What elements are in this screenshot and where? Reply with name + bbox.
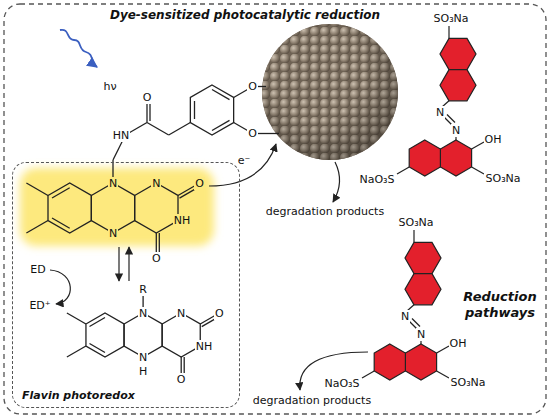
atom-label: N	[138, 351, 148, 364]
donor-arrow	[50, 270, 70, 304]
atom-label: O	[176, 373, 187, 386]
azo-dye	[362, 230, 449, 380]
group-label: OH	[449, 337, 468, 350]
atom-label: N	[138, 307, 148, 320]
azo-dye	[397, 26, 484, 176]
electron-arrow	[209, 144, 276, 186]
group-label: SO₃Na	[449, 376, 486, 389]
light-wave	[60, 30, 97, 67]
atom-label: O	[247, 80, 258, 93]
flavin-glow	[20, 168, 214, 246]
product-label: degradation products	[252, 394, 372, 407]
atom-label: N	[151, 177, 161, 190]
atom-label: H	[138, 365, 148, 378]
nanoparticle	[262, 24, 398, 160]
product-label: degradation products	[265, 205, 385, 218]
group-label: SO₃Na	[432, 12, 469, 25]
electron-label: e⁻	[237, 154, 252, 167]
outer-frame	[4, 4, 546, 414]
atom-label: NH	[195, 340, 214, 353]
group-label: SO₃Na	[484, 172, 521, 185]
atom-label: R	[138, 283, 148, 296]
atom-label: O	[151, 252, 162, 265]
atom-label: N	[435, 106, 445, 119]
flavin-reduced	[67, 292, 221, 379]
atom-label: N	[108, 227, 118, 240]
atom-label: O	[247, 127, 258, 140]
section-heading: Reduction pathways	[455, 289, 545, 321]
atom-label: O	[142, 91, 153, 104]
degradation-arrow	[300, 352, 368, 390]
region-heading: Flavin photoredox	[22, 389, 135, 402]
atom-label: N	[176, 307, 186, 320]
atom-label: N	[108, 177, 118, 190]
group-label: NaO₃S	[323, 377, 360, 390]
group-label: NaO₃S	[358, 173, 395, 186]
flavin-oxidized	[26, 85, 279, 258]
photoredox-region: Flavin photoredox	[12, 162, 240, 408]
equilibrium-arrow	[118, 247, 119, 281]
degradation-arrow	[333, 162, 340, 202]
atom-label: O	[214, 307, 225, 320]
light-symbol: hν	[102, 80, 117, 93]
group-label: OH	[484, 133, 503, 146]
group-label: SO₃Na	[397, 216, 434, 229]
equilibrium-arrow	[128, 247, 129, 281]
diagram-title: Dye-sensitized photocatalytic reduction	[109, 8, 381, 22]
donor-label: ED⁺	[28, 299, 51, 312]
atom-label: N	[451, 124, 461, 137]
atom-label: HN	[112, 129, 131, 142]
atom-label: N	[400, 310, 410, 323]
atom-label: O	[194, 177, 205, 190]
atom-label: N	[416, 328, 426, 341]
atom-label: NH	[173, 214, 192, 227]
donor-label: ED	[29, 263, 46, 276]
